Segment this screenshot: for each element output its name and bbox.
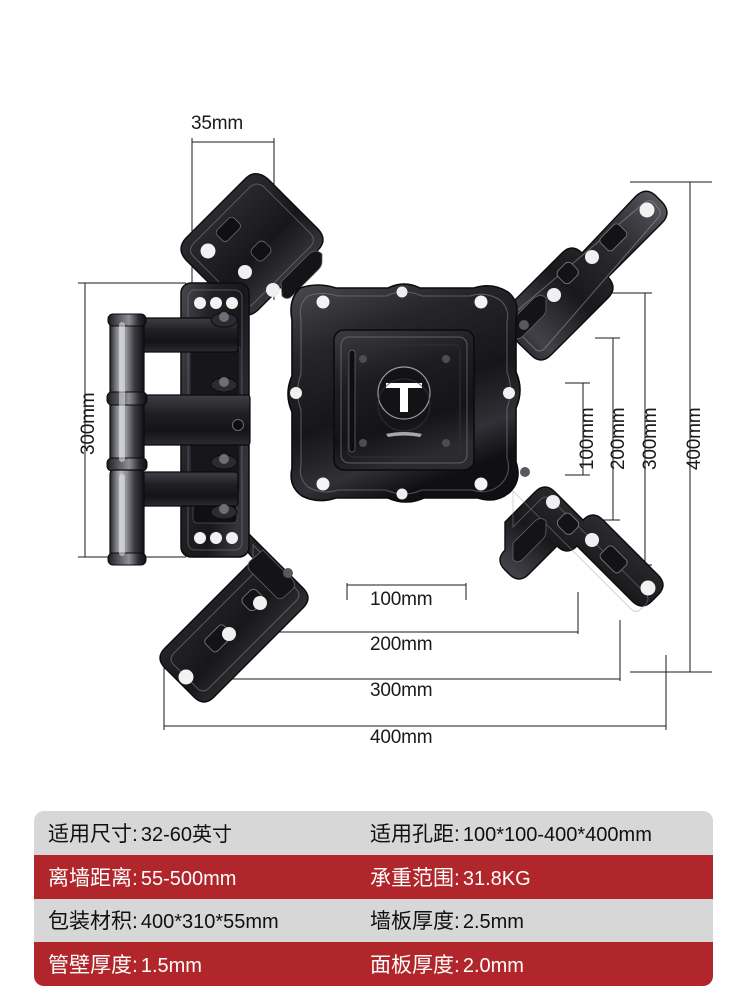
spec-key-load-capacity: 承重范围: (370, 866, 460, 890)
arm-bottom-right (499, 467, 664, 612)
dim-label-bottom-400: 400mm (370, 727, 433, 748)
spec-cell-package-volume: 包装材积: 400*310*55mm (34, 905, 364, 935)
bracket-diagram: 35mm 300mm 100mm 200mm 300mm 400mm 100mm… (78, 113, 712, 748)
spec-row-2: 离墙距离: 55-500mm 承重范围: 31.8KG (34, 854, 713, 899)
spec-cell-wall-plate-thickness: 墙板厚度: 2.5mm (364, 905, 713, 935)
spec-key-wall-distance: 离墙距离: (48, 866, 138, 890)
spec-key-panel-thickness: 面板厚度: (370, 954, 460, 978)
spec-key-wall-plate-thickness: 墙板厚度: (370, 910, 460, 934)
specification-table: 适用尺寸: 32-60英寸 适用孔距: 100*100-400*400mm 离墙… (34, 811, 713, 986)
arm-bottom-left (159, 530, 309, 703)
spec-row-4: 管壁厚度: 1.5mm 面板厚度: 2.0mm (34, 942, 713, 986)
arm-top-left (180, 173, 324, 316)
dim-label-bottom-100: 100mm (370, 589, 433, 610)
dim-label-right-100: 100mm (577, 407, 598, 470)
dim-label-right-200: 200mm (608, 407, 629, 470)
spec-cell-hole-pattern: 适用孔距: 100*100-400*400mm (364, 818, 713, 848)
spec-key-package-volume: 包装材积: (48, 910, 138, 934)
spec-key-size: 适用尺寸: (48, 822, 138, 846)
spec-value-panel-thickness: 2.0mm (462, 955, 524, 978)
dim-label-bottom-200: 200mm (370, 634, 433, 655)
spec-cell-panel-thickness: 面板厚度: 2.0mm (364, 949, 713, 979)
dim-label-bottom-300: 300mm (370, 680, 433, 701)
main-plate (287, 283, 521, 503)
spec-value-load-capacity: 31.8KG (462, 867, 531, 890)
pivot-tube-column (106, 313, 148, 566)
spec-row-1: 适用尺寸: 32-60英寸 适用孔距: 100*100-400*400mm (34, 811, 713, 855)
spec-value-wall-distance: 55-500mm (140, 867, 237, 890)
extension-arms (119, 312, 251, 520)
spec-value-tube-thickness: 1.5mm (140, 955, 202, 978)
dim-label-right-400: 400mm (684, 407, 705, 470)
spec-value-size: 32-60英寸 (140, 823, 232, 846)
spec-cell-size: 适用尺寸: 32-60英寸 (34, 818, 364, 848)
spec-value-wall-plate-thickness: 2.5mm (462, 911, 524, 934)
bracket-illustration (78, 138, 712, 730)
dim-label-left-300: 300mm (78, 392, 99, 455)
spec-key-tube-thickness: 管壁厚度: (48, 954, 138, 978)
spec-key-hole-pattern: 适用孔距: (370, 822, 460, 846)
spec-value-package-volume: 400*310*55mm (140, 911, 279, 934)
spec-cell-load-capacity: 承重范围: 31.8KG (364, 862, 713, 892)
dim-label-top-35: 35mm (191, 113, 243, 134)
arm-top-right (499, 190, 668, 361)
dim-label-right-300: 300mm (640, 407, 661, 470)
spec-cell-tube-thickness: 管壁厚度: 1.5mm (34, 949, 364, 979)
spec-value-hole-pattern: 100*100-400*400mm (462, 823, 652, 846)
spec-cell-wall-distance: 离墙距离: 55-500mm (34, 862, 364, 892)
spec-row-3: 包装材积: 400*310*55mm 墙板厚度: 2.5mm (34, 898, 713, 943)
